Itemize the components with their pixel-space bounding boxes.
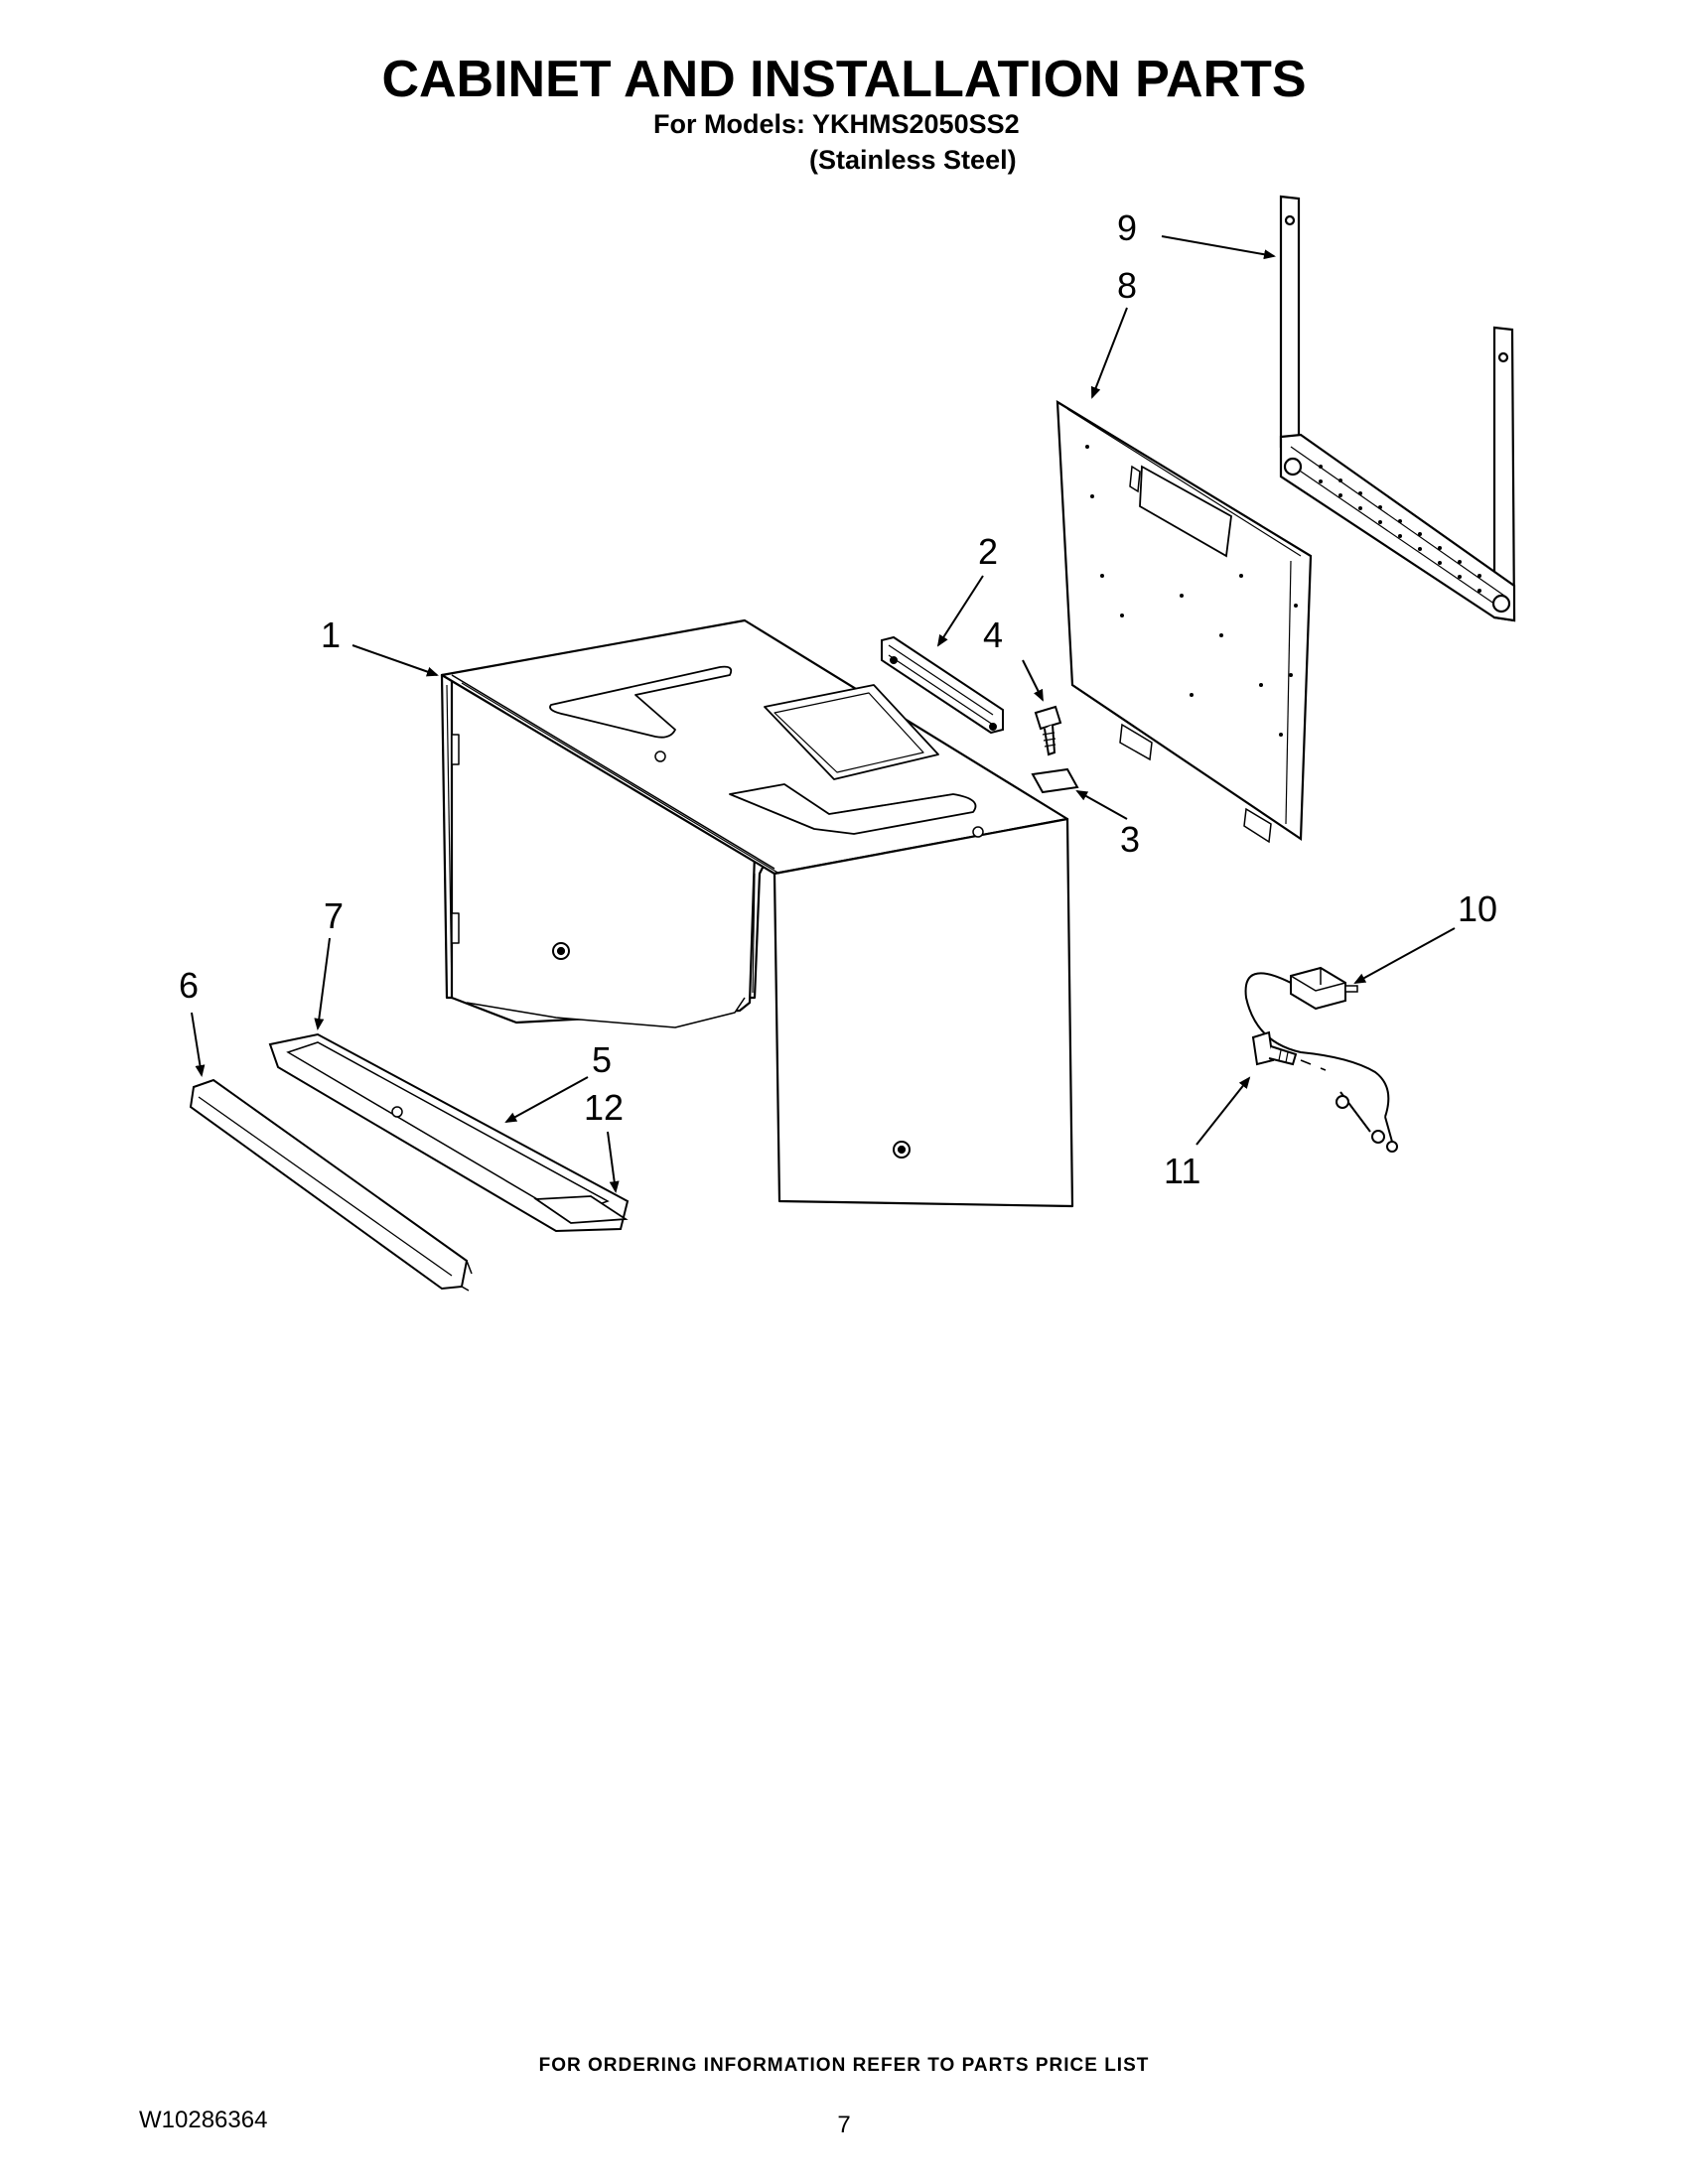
leader-5 — [504, 1076, 589, 1123]
leader-lines — [191, 235, 1456, 1193]
callout-3: 3 — [1120, 819, 1140, 860]
finish-line: (Stainless Steel) — [809, 145, 1017, 175]
callout-numbers: 1 2 3 4 5 6 7 8 9 10 11 12 — [179, 207, 1497, 1191]
callout-10: 10 — [1458, 888, 1497, 929]
callout-2: 2 — [978, 531, 998, 572]
part-cabinet — [440, 618, 1074, 1208]
part-filter-frame — [268, 1032, 630, 1233]
part-back-panel — [1055, 399, 1313, 844]
part-mounting-plate — [1279, 195, 1516, 622]
callout-6: 6 — [179, 965, 199, 1006]
callout-4: 4 — [983, 614, 1003, 655]
callout-7: 7 — [324, 895, 344, 936]
leader-8 — [1090, 307, 1128, 399]
leader-4 — [1022, 659, 1044, 702]
leader-3 — [1075, 790, 1128, 820]
leader-12 — [607, 1131, 620, 1193]
leader-9 — [1161, 235, 1276, 260]
part-front-trim — [189, 1078, 473, 1292]
leader-7 — [314, 937, 331, 1030]
callout-8: 8 — [1117, 265, 1137, 306]
callout-12: 12 — [584, 1087, 624, 1128]
models-line: For Models: YKHMS2050SS2 — [653, 109, 1020, 139]
part-bracket — [881, 635, 1004, 735]
ordering-note: FOR ORDERING INFORMATION REFER TO PARTS … — [538, 2055, 1150, 2076]
leader-11 — [1196, 1076, 1251, 1146]
callout-1: 1 — [321, 614, 341, 655]
page-title: CABINET AND INSTALLATION PARTS — [381, 51, 1307, 108]
leader-6 — [191, 1012, 206, 1077]
leader-10 — [1353, 927, 1456, 984]
part-plate — [1031, 767, 1079, 794]
leader-1 — [352, 644, 439, 677]
part-filter-tab — [533, 1195, 629, 1224]
document-number: W10286364 — [139, 2107, 268, 2133]
callout-11: 11 — [1164, 1151, 1200, 1191]
callout-5: 5 — [592, 1039, 612, 1080]
part-screw — [1034, 705, 1062, 756]
callout-9: 9 — [1117, 207, 1137, 248]
leader-2 — [936, 575, 984, 647]
part-power-cord — [1244, 966, 1398, 1153]
page-number: 7 — [837, 2112, 851, 2138]
part-ground-screw — [1251, 1030, 1327, 1071]
